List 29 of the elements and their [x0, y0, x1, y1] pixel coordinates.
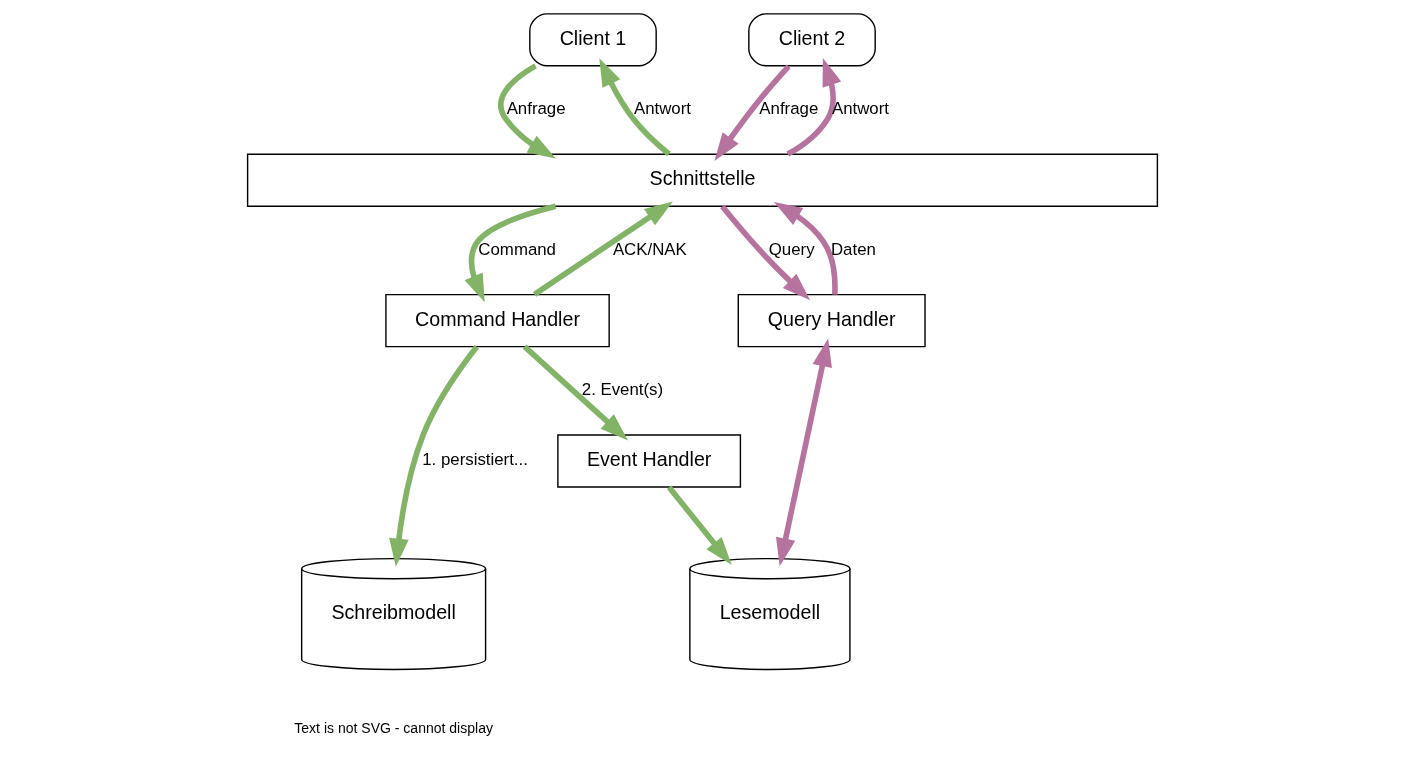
edge-label: ACK/NAK	[612, 239, 687, 259]
node-box: Query Handler	[737, 293, 926, 348]
node-box: Schnittstelle	[246, 153, 1159, 207]
edge-label: Daten	[830, 239, 876, 259]
arrow	[522, 344, 629, 441]
edge-label: 2. Event(s)	[581, 380, 664, 400]
node-box: Client 2	[748, 13, 876, 67]
arrow	[666, 485, 732, 566]
arrow	[775, 338, 832, 567]
node-box: Command Handler	[385, 293, 610, 348]
edge-label: Antwort	[633, 99, 692, 119]
arrow	[532, 201, 673, 297]
arrow	[498, 63, 556, 159]
arrow	[786, 58, 842, 157]
arrow	[720, 204, 811, 301]
edge-label: Antwort	[831, 99, 889, 119]
edge-label: Anfrage	[506, 99, 566, 119]
arrow	[464, 203, 557, 303]
arrow	[389, 345, 479, 567]
arrow	[599, 58, 671, 157]
edge-label: 1. persistiert...	[422, 450, 528, 470]
node-box: Event Handler	[557, 434, 742, 488]
edge-label: Command	[478, 239, 556, 259]
label: Text is not SVG - cannot display	[294, 720, 493, 737]
edge-label: Query	[768, 239, 815, 259]
edge-label: Anfrage	[759, 99, 819, 119]
arrow	[774, 202, 838, 295]
node-box: Client 1	[529, 13, 657, 67]
arrow	[714, 64, 791, 162]
